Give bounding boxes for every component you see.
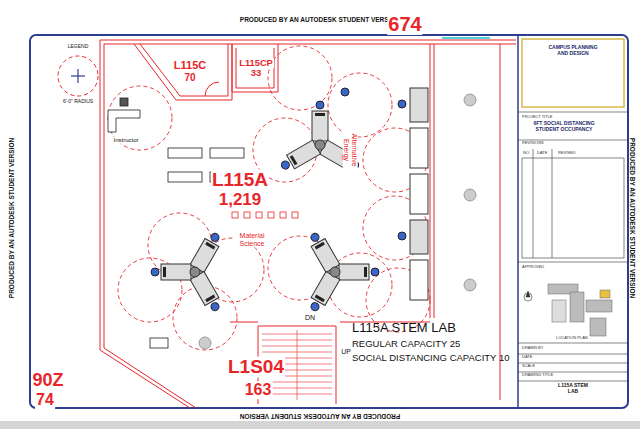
title-block-text: DRAWING TITLE	[522, 373, 553, 377]
stair-direction: UP	[340, 348, 352, 356]
title-block-text: PROJECT TITLE	[522, 115, 553, 119]
room-name: 90Z	[31, 371, 64, 391]
title-block-text: L115A STEM LAB	[558, 383, 588, 394]
legend-title: LEGEND	[68, 44, 89, 50]
location-plan-map	[548, 284, 612, 336]
title-block: CAMPUS PLANNING AND DESIGN PROJECT TITLE 6…	[518, 35, 628, 408]
sheet-frame	[30, 35, 628, 408]
title-block-text: CAMPUS PLANNING AND DESIGN	[548, 45, 598, 56]
window	[442, 37, 490, 39]
title-block-text: DRAWN BY	[522, 346, 543, 350]
title-block-text: DATE	[522, 355, 532, 359]
title-block-text: 6FT SOCIAL DISTANCING STUDENT OCCUPANCY	[524, 121, 604, 132]
legend-radius-symbol	[58, 56, 98, 96]
title-block-text: NO.	[523, 151, 530, 155]
title-block-text: REVISIONS	[522, 141, 544, 145]
room-area: L115C70	[150, 48, 230, 94]
wall-workstations	[341, 88, 428, 300]
title-block-text: DATE	[537, 151, 547, 155]
columns	[199, 94, 476, 349]
room-area-number: 163	[244, 381, 273, 399]
room-name: L115C	[173, 59, 207, 71]
room-name: L115CP	[238, 58, 274, 68]
capacity-note: REGULAR CAPACITY 25	[352, 339, 460, 349]
legend-text: 6'-0" RADIUS	[63, 99, 93, 105]
watermark: PRODUCED BY AN AUTODESK STUDENT VERSION	[628, 138, 635, 298]
station-label: Instructor	[112, 137, 139, 144]
title-block-divider	[517, 35, 519, 408]
tables	[108, 98, 244, 348]
distancing-circles	[108, 46, 430, 350]
station-label: Material Science	[235, 232, 269, 247]
room-area-number: 1,219	[218, 191, 263, 210]
capacity-note: SOCIAL DISTANCING CAPACITY 10	[352, 353, 510, 363]
title-block-lines	[518, 39, 628, 381]
room-area: L115CP33	[236, 50, 276, 86]
title-block-text: REVISED	[558, 151, 576, 155]
stair-direction: DN	[304, 314, 316, 322]
watermark: PRODUCED BY AN AUTODESK STUDENT VERSION	[240, 412, 400, 419]
room-name: L1S04	[227, 357, 285, 378]
bottom-bar	[0, 421, 640, 429]
room-area-number: 70	[183, 72, 196, 83]
workstation-clusters	[151, 101, 379, 314]
room-area-number: 33	[250, 68, 263, 78]
station-label: Alternative Energy	[342, 128, 357, 172]
room-area-number: 674	[387, 13, 422, 35]
title-block-text: APPROVED	[522, 265, 544, 269]
room-area-number: 74	[35, 391, 55, 409]
walls	[100, 40, 516, 408]
room-title: L115A STEM LAB	[352, 321, 456, 335]
room-name: L115A	[211, 170, 269, 191]
bench-markers	[232, 212, 298, 218]
watermark: PRODUCED BY AN AUTODESK STUDENT VERSION	[8, 138, 15, 298]
title-block-text: SCALE	[522, 364, 535, 368]
title-block-text: LOCATION PLAN	[556, 336, 588, 340]
watermark: PRODUCED BY AN AUTODESK STUDENT VERSION	[240, 16, 400, 23]
